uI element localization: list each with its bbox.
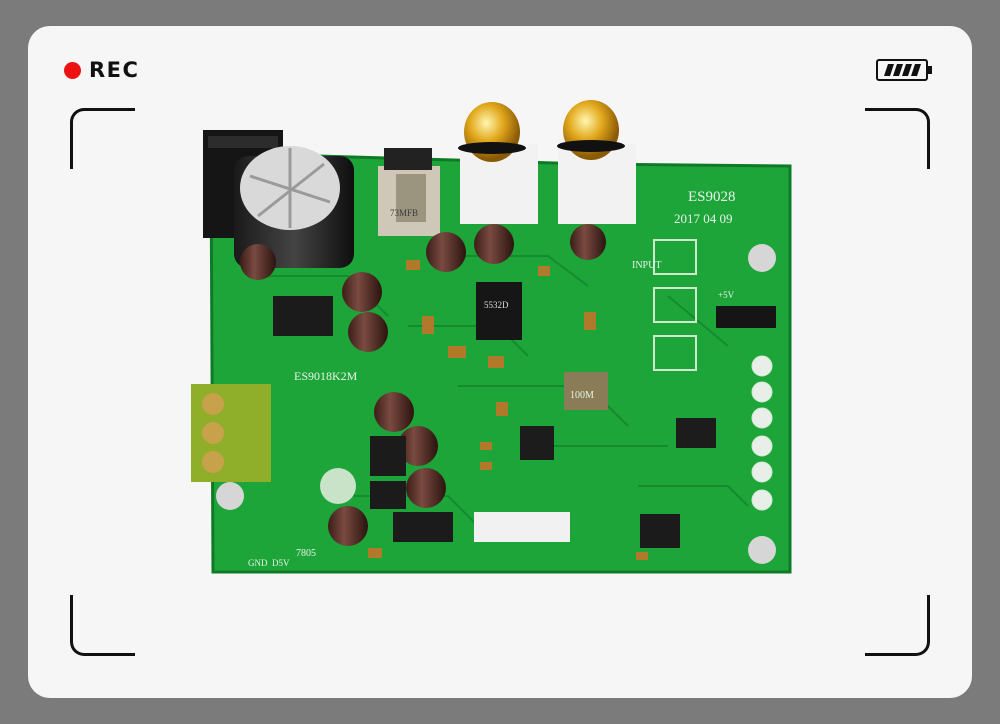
integrated-circuits	[476, 282, 716, 460]
record-dot-icon	[64, 61, 81, 79]
power-pin-label: GND	[248, 558, 268, 568]
screw-terminal	[191, 384, 271, 482]
board-date-label: 2017 04 09	[674, 211, 733, 226]
header-pin-label: +5V	[718, 290, 735, 300]
jack-label: 73MFB	[390, 208, 418, 218]
pcb-photo: ES9028 2017 04 09 ES9018K2M 100M 5532D 7…	[191, 100, 792, 574]
regulator-label: 7805	[296, 548, 316, 559]
capacitor-array	[240, 224, 606, 546]
power-pin-label-2: D5V	[272, 558, 290, 568]
smd-components	[368, 260, 648, 560]
rca-jack-left	[458, 102, 538, 224]
rec-label: REC	[89, 58, 140, 82]
button-pads	[653, 239, 697, 371]
frame-corner-bottom-left	[70, 595, 135, 656]
rca-jack-right	[557, 100, 636, 224]
pin-header	[716, 306, 776, 328]
opamp-label: 5532D	[484, 300, 509, 310]
led-column	[751, 355, 773, 511]
button-input-label: INPUT	[632, 260, 661, 271]
recording-indicator: REC	[64, 58, 139, 82]
headphone-jack	[378, 148, 440, 236]
chip-name-label: ES9028	[688, 189, 736, 205]
xtal-label: 100M	[570, 390, 594, 401]
frame-corner-top-right	[865, 108, 930, 169]
battery-icon	[876, 57, 934, 88]
mounting-holes	[216, 244, 776, 564]
camera-viewfinder: ES9028 2017 04 09 ES9018K2M 100M 5532D 7…	[28, 26, 972, 698]
module-label: ES9018K2M	[294, 369, 358, 383]
voltage-regulators	[273, 296, 680, 548]
iis-connector	[474, 512, 570, 542]
frame-corner-top-left	[70, 108, 135, 169]
bulk-capacitor	[234, 146, 354, 268]
frame-corner-bottom-right	[865, 595, 930, 656]
